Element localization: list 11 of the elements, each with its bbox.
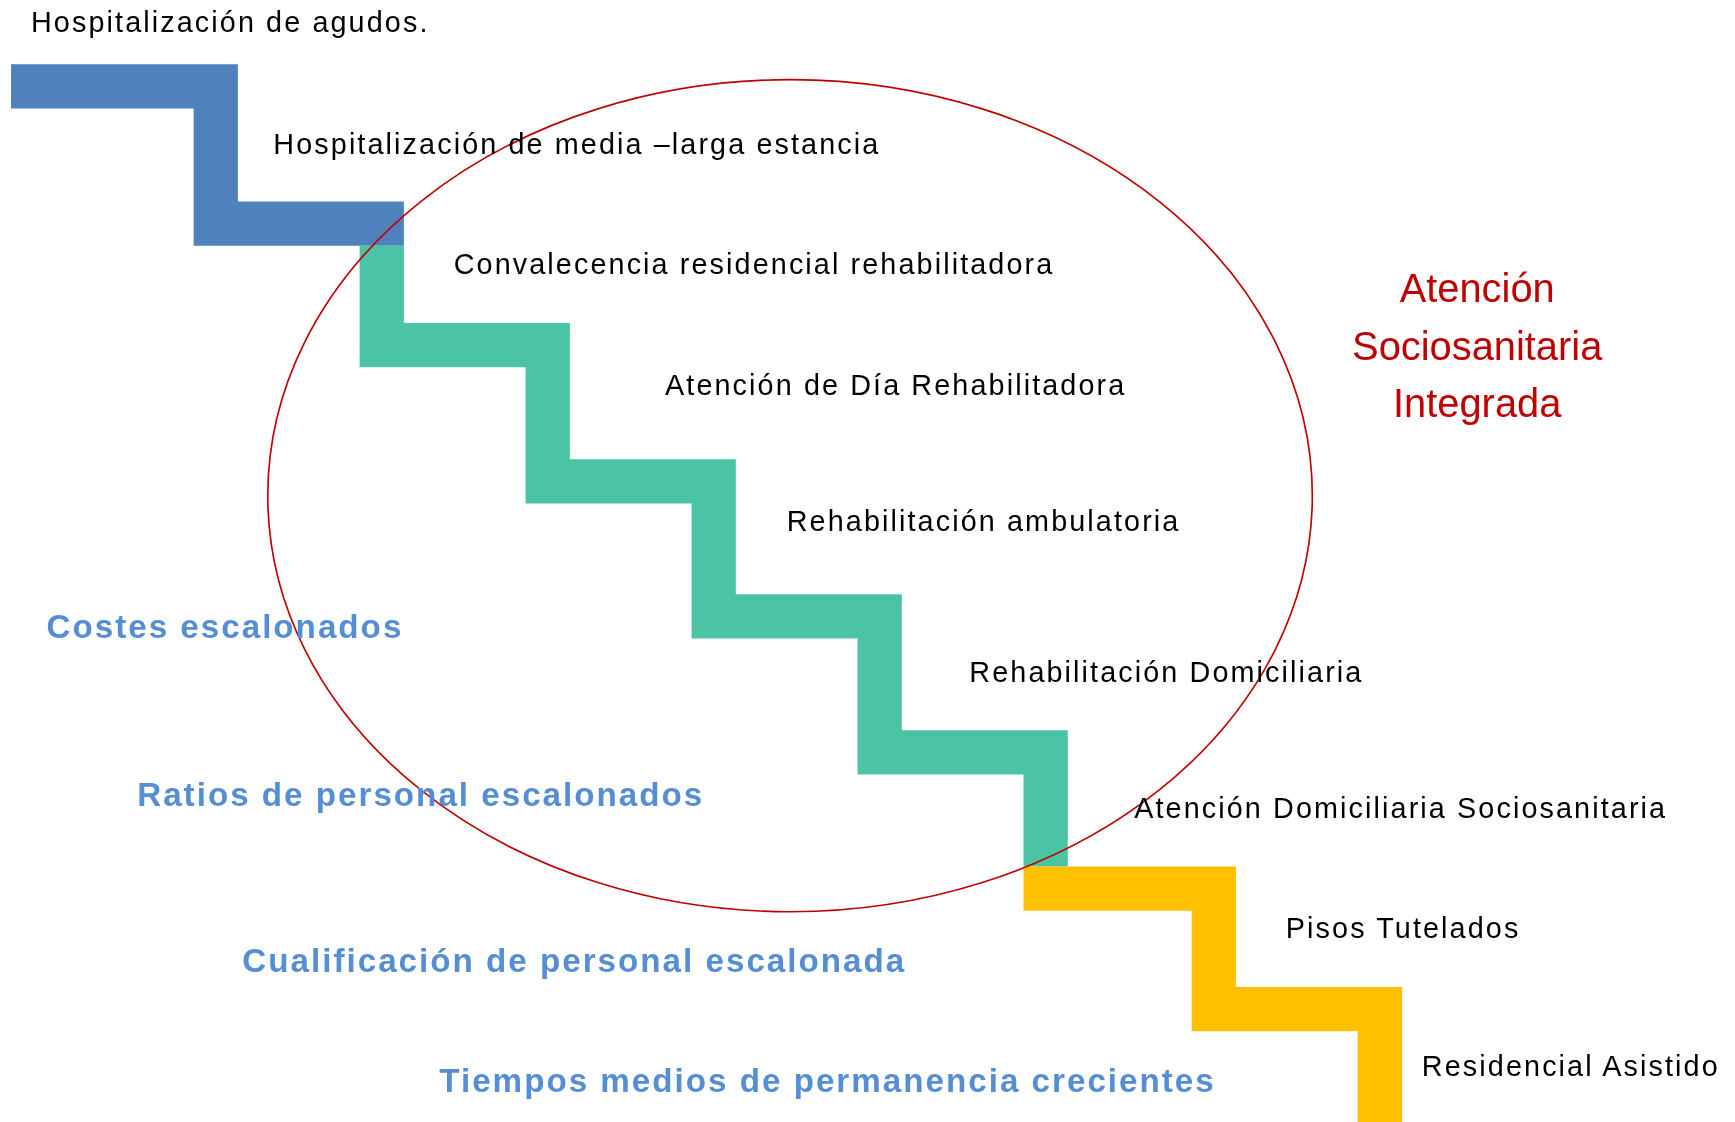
note-text: Cualificación de personal escalonada — [242, 941, 907, 980]
step-label: Hospitalización de media –larga estancia — [273, 126, 881, 163]
step-label: Atención de Día Rehabilitadora — [665, 367, 1127, 404]
step-label: Hospitalización de agudos. — [31, 4, 430, 41]
step-label: Convalecencia residencial rehabilitadora — [453, 246, 1055, 284]
step-label: Residencial Asistido — [1421, 1047, 1720, 1085]
group-heading: Atención Sociosanitaria Integrada — [1351, 264, 1604, 428]
note-text: Tiempos medios de permanencia crecientes — [439, 1062, 1216, 1100]
step-label: Atención Domiciliaria Sociosanitaria — [1134, 790, 1668, 827]
step-label: Pisos Tutelados — [1285, 910, 1521, 947]
step-label: Rehabilitación ambulatoria — [786, 503, 1181, 540]
